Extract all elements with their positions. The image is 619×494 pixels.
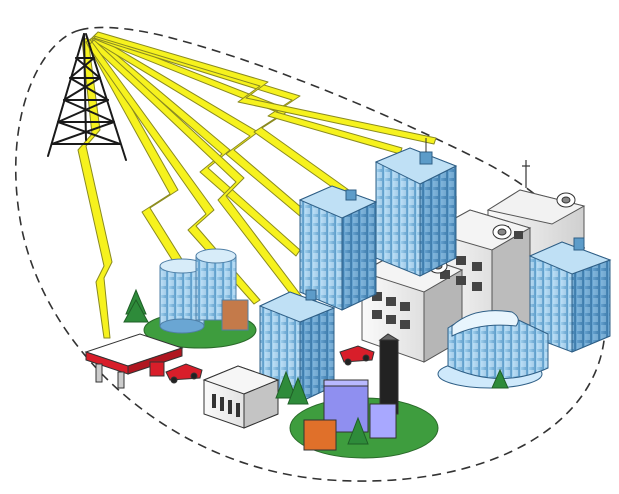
small-office-building <box>202 365 280 429</box>
glass-office-towers <box>258 138 612 403</box>
coverage-boundary <box>14 26 607 482</box>
wireless-link-1 <box>77 37 113 339</box>
tree-icon <box>275 370 297 399</box>
gas-station <box>84 333 184 389</box>
tree-icon <box>491 368 509 389</box>
curved-glass-building <box>437 310 549 389</box>
wireless-link-9 <box>87 41 261 305</box>
trees <box>123 288 509 445</box>
park-complex <box>289 333 439 459</box>
round-office-tower <box>143 248 257 349</box>
cars <box>165 345 375 384</box>
car-icon <box>339 345 375 366</box>
tree-icon <box>287 376 309 405</box>
car-icon <box>165 363 203 384</box>
transmission-tower-icon <box>47 33 127 161</box>
tree-icon <box>123 298 149 323</box>
wireless-link-7 <box>93 31 437 145</box>
tree-icon <box>347 416 369 445</box>
